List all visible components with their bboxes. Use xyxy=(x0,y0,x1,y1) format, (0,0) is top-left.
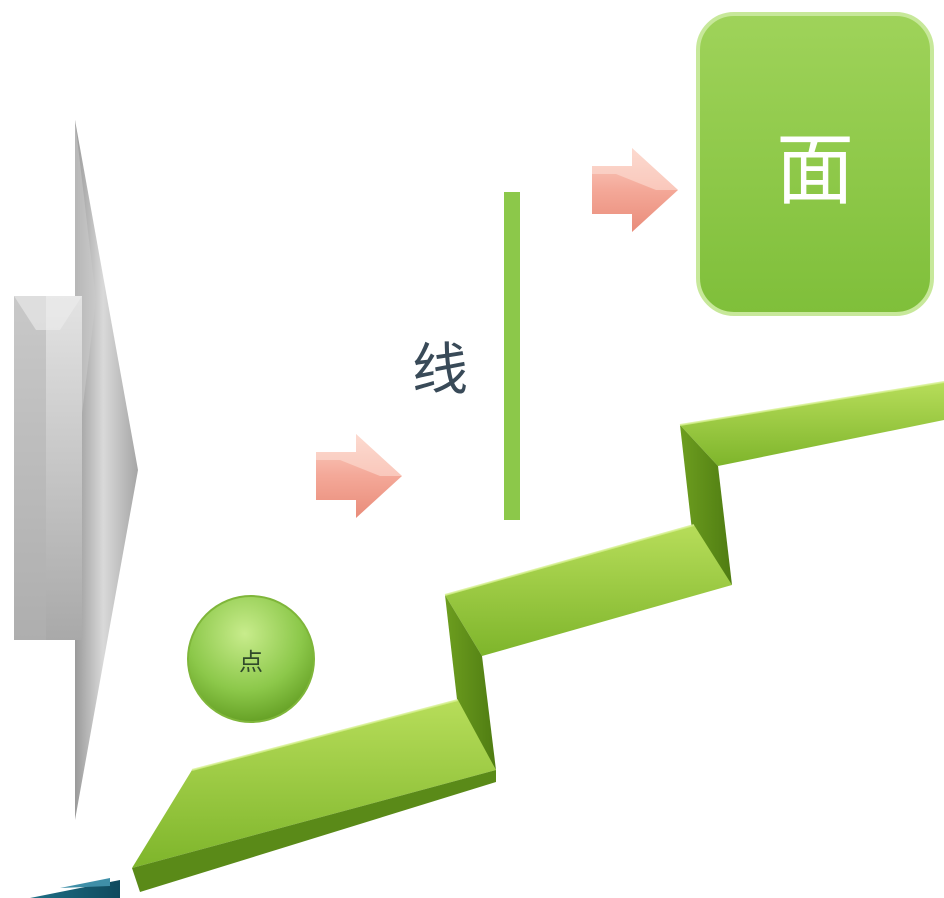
right-arrow-icon xyxy=(592,148,678,232)
gray-chevron-arrow xyxy=(14,120,138,820)
right-arrow-icon xyxy=(316,434,402,518)
line-bar xyxy=(504,192,520,520)
point-label: 点 xyxy=(188,596,314,722)
line-label: 线 xyxy=(395,325,485,405)
face-label: 面 xyxy=(698,14,932,314)
